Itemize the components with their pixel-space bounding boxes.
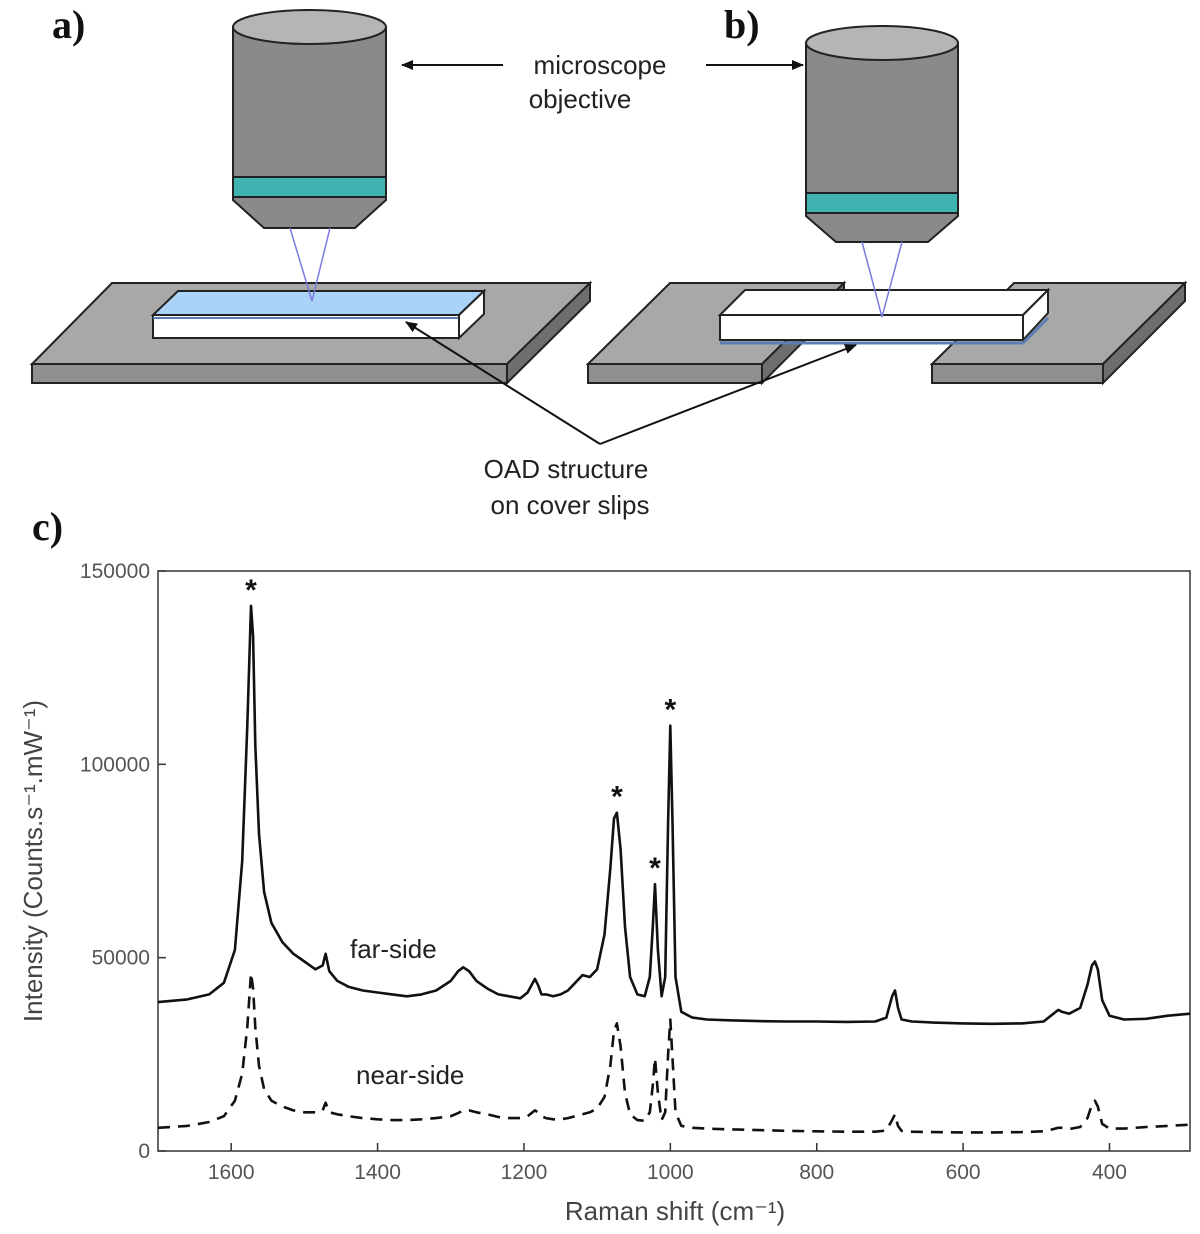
panel-b-label: b) [724, 2, 760, 47]
objective-b [805, 25, 959, 318]
peak-marker: * [649, 852, 661, 885]
x-axis: 1600 1400 1200 1000 800 600 400 [208, 1143, 1127, 1184]
y-tick-label: 150000 [80, 560, 150, 583]
x-tick-label: 1200 [501, 1161, 548, 1184]
panel-b-illustration: b) [585, 2, 1188, 386]
y-axis-label: Intensity (Counts.s⁻¹.mW⁻¹) [18, 700, 48, 1022]
x-tick-label: 400 [1092, 1161, 1127, 1184]
peak-marker: * [611, 781, 623, 814]
x-tick-label: 800 [799, 1161, 834, 1184]
objective-callout: microscope objective [401, 50, 804, 114]
cover-slip-b [717, 287, 1051, 345]
series-line-far-side [157, 604, 1191, 1026]
panel-a-illustration: a) [29, 2, 593, 386]
series-layer [157, 604, 1191, 1134]
peak-marker: * [664, 694, 676, 727]
y-axis: 0 50000 100000 150000 [80, 560, 166, 1163]
cover-slip-a [150, 288, 487, 341]
y-tick-label: 0 [138, 1140, 150, 1163]
x-tick-label: 600 [946, 1161, 981, 1184]
objective-callout-line1: microscope [534, 50, 667, 80]
x-tick-label: 1000 [647, 1161, 694, 1184]
peak-marker-layer: * * * * [245, 574, 676, 885]
y-tick-label: 50000 [92, 947, 150, 970]
oad-arrow-a [405, 321, 601, 445]
oad-callout-line2: on cover slips [491, 490, 650, 520]
series-label-far-side: far-side [350, 934, 437, 964]
plot-frame [157, 570, 1191, 1152]
x-axis-label: Raman shift (cm⁻¹) [565, 1196, 785, 1226]
series-line-near-side [157, 971, 1191, 1134]
objective-callout-line2: objective [529, 84, 632, 114]
panel-a-label: a) [52, 2, 85, 47]
x-tick-label: 1400 [354, 1161, 401, 1184]
oad-arrow-b [599, 344, 857, 445]
panel-c-label: c) [32, 504, 63, 549]
peak-marker: * [245, 574, 257, 607]
oad-callout-line1: OAD structure [484, 454, 649, 484]
raman-chart: 0 50000 100000 150000 1600 1400 1200 1000 800 60… [18, 560, 1191, 1226]
x-tick-label: 1600 [208, 1161, 255, 1184]
series-label-near-side: near-side [356, 1060, 464, 1090]
y-tick-label: 100000 [80, 753, 150, 776]
objective-a [232, 9, 387, 302]
oad-callout: OAD structure on cover slips [405, 321, 857, 520]
